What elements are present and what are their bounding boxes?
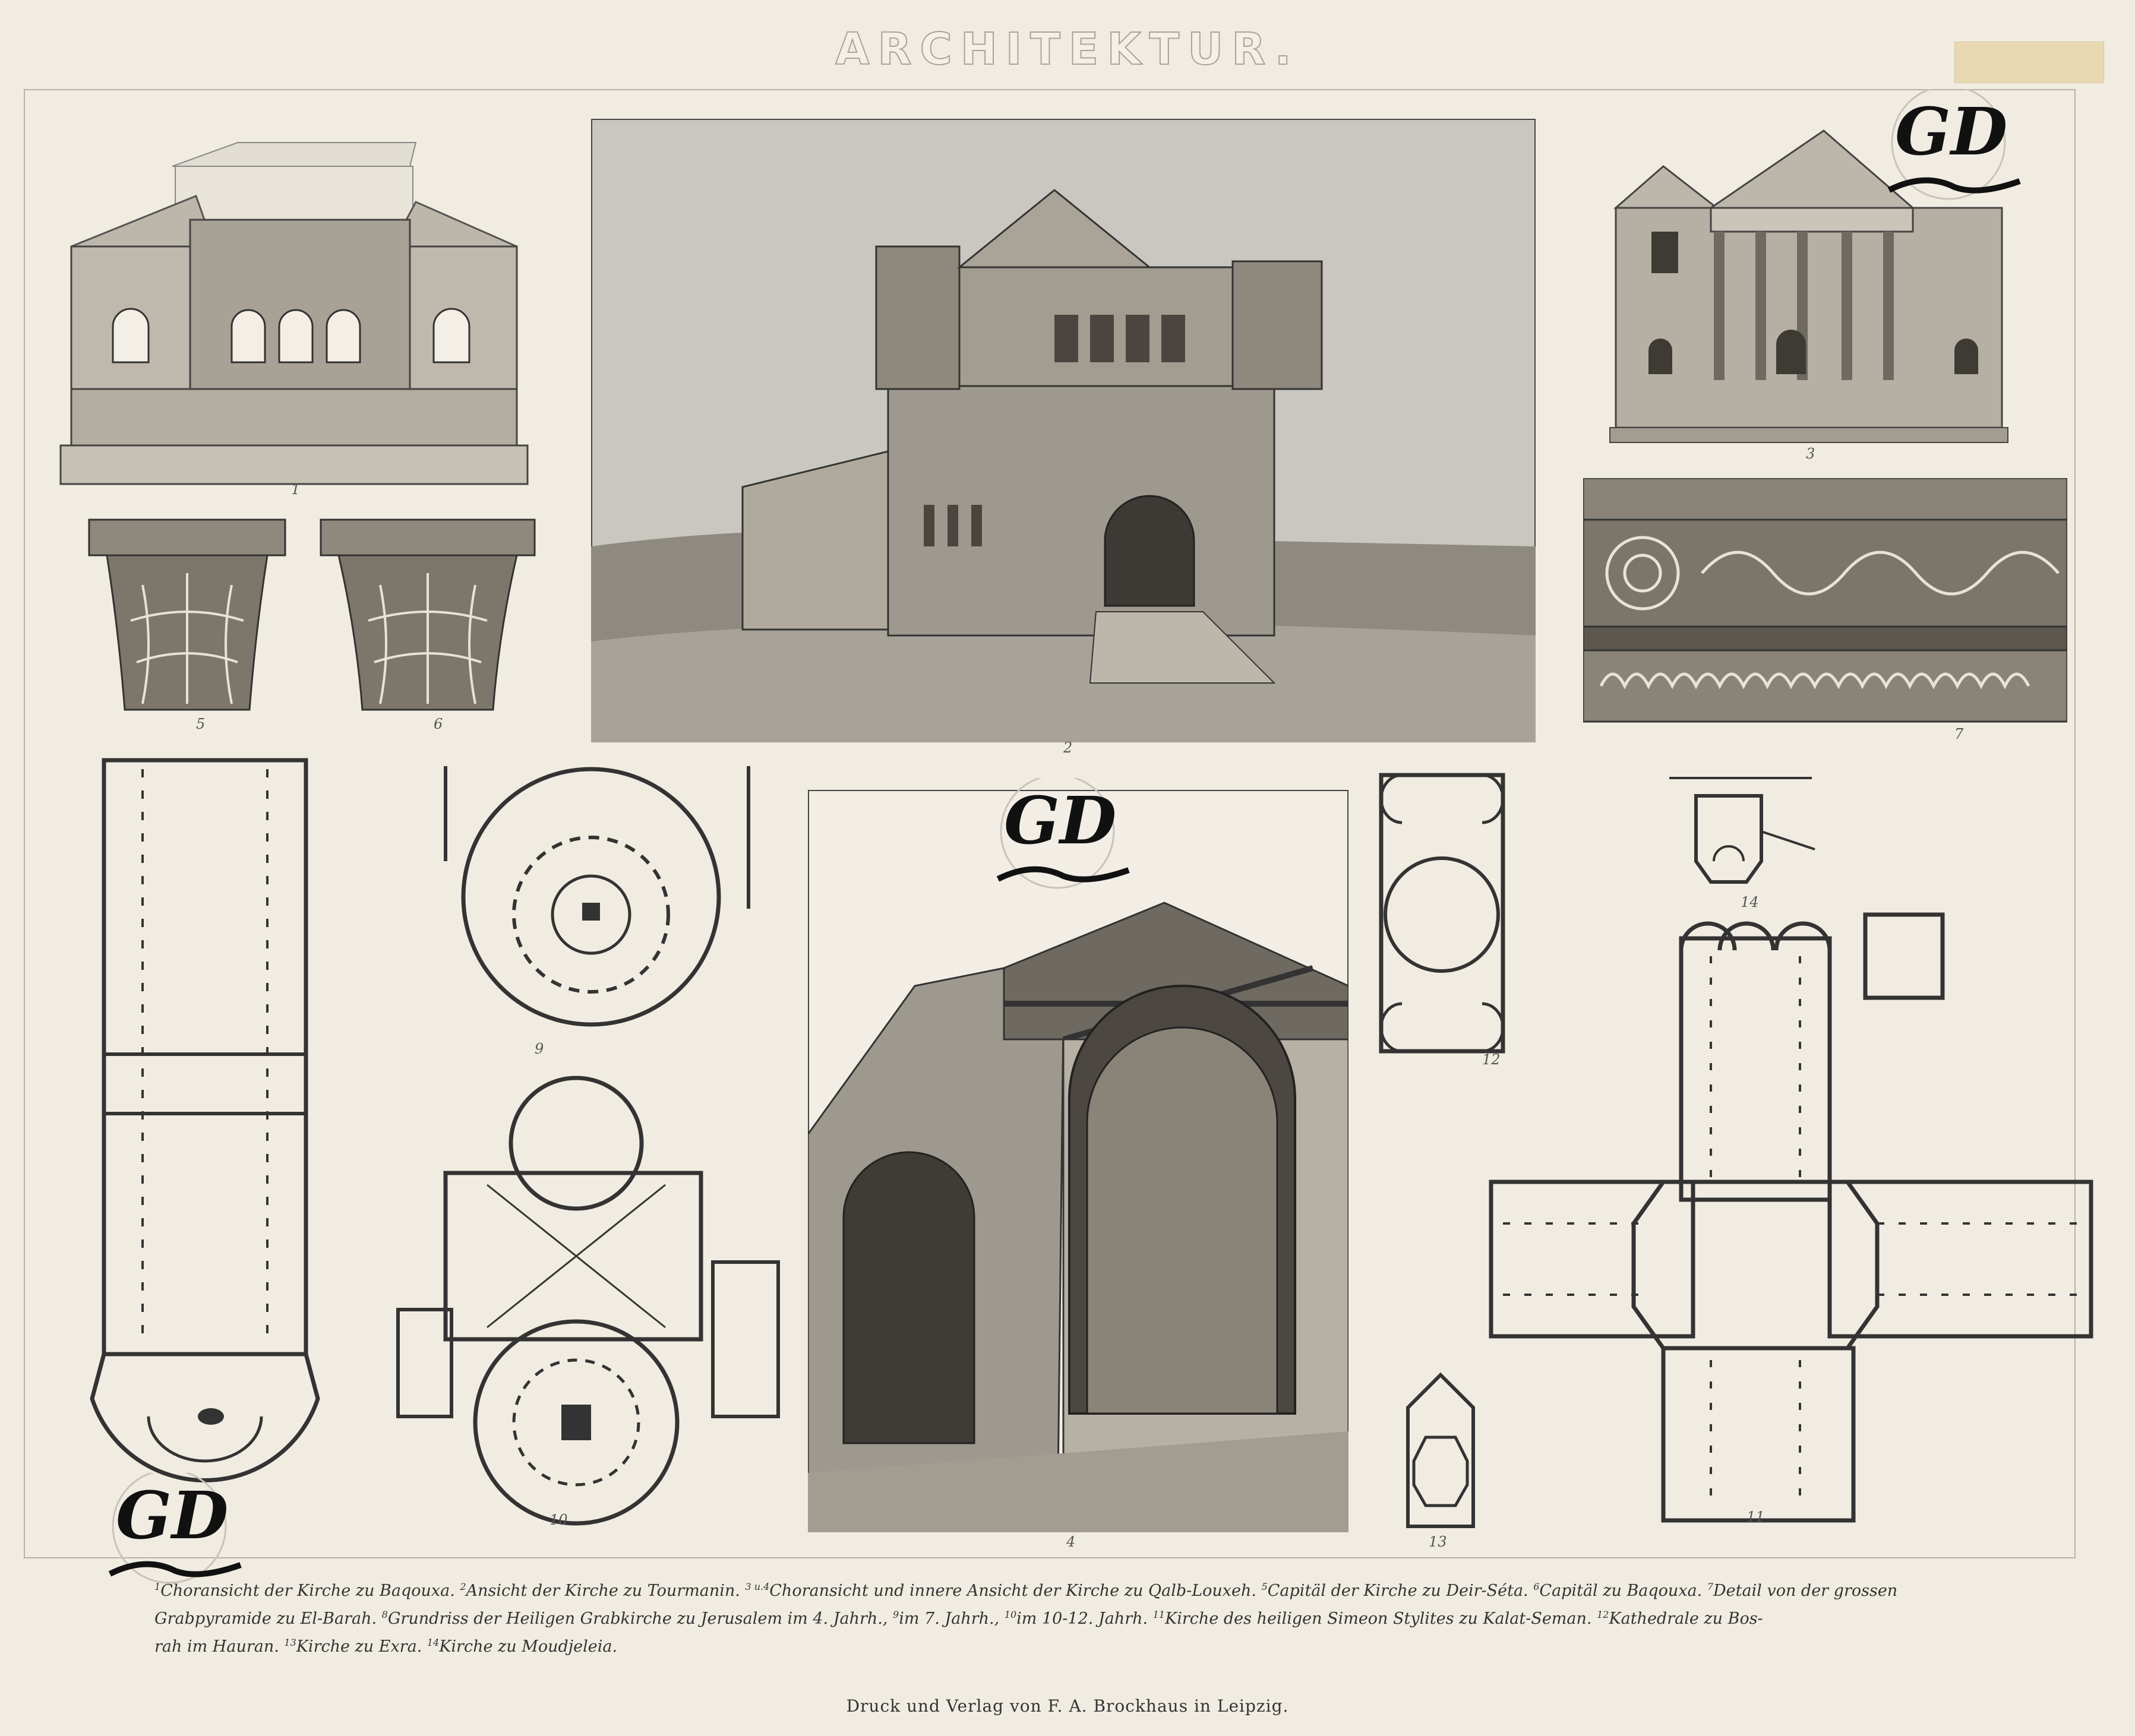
fig4-label: 4 bbox=[1066, 1533, 1076, 1550]
fig11-simeon-stylites-plan bbox=[1489, 912, 2093, 1523]
fig6-capital bbox=[320, 518, 536, 711]
fig10-holy-sepulchre-plan bbox=[396, 1076, 780, 1526]
caption-num: 1 bbox=[154, 1581, 161, 1592]
caption-line-1: 1Choransicht der Kirche zu Baqouxa. 2Ans… bbox=[154, 1575, 2020, 1603]
caption-text: Capitäl der Kirche zu Deir-Séta. bbox=[1267, 1582, 1528, 1600]
fig8-basilica-plan bbox=[90, 758, 320, 1482]
caption-text: Capitäl zu Baqouxa. bbox=[1539, 1582, 1703, 1600]
fig9-label: 9 bbox=[535, 1041, 544, 1057]
caption-text: Kathedrale zu Bos- bbox=[1609, 1609, 1763, 1628]
caption-num: 8 bbox=[381, 1609, 388, 1620]
caption-line-3: rah im Hauran. 13Kirche zu Exra. 14Kirch… bbox=[154, 1631, 2020, 1659]
gd-watermark-logo: GD bbox=[108, 1473, 242, 1584]
publisher-imprint: Druck und Verlag von F. A. Brockhaus in … bbox=[846, 1696, 1289, 1716]
fig11-label: 11 bbox=[1746, 1509, 1765, 1525]
caption-num: 3 u.4 bbox=[745, 1581, 770, 1592]
caption-num: 13 bbox=[284, 1637, 296, 1648]
fig1-church-elevation bbox=[59, 142, 529, 485]
gd-watermark-logo: GD bbox=[996, 778, 1130, 889]
gd-watermark-logo: GD bbox=[1887, 89, 2021, 200]
caption-text: Ansicht der Kirche zu Tourmanin. bbox=[466, 1582, 740, 1600]
fig3-church-qalb-louxeh bbox=[1609, 129, 2008, 443]
fig2-label: 2 bbox=[1063, 739, 1073, 756]
plate-caption: 1Choransicht der Kirche zu Baqouxa. 2Ans… bbox=[154, 1575, 2020, 1659]
caption-text: Detail von der grossen bbox=[1713, 1582, 1898, 1600]
caption-num: 9 bbox=[893, 1609, 899, 1620]
fig5-label: 5 bbox=[196, 716, 206, 732]
caption-text: Choransicht der Kirche zu Baqouxa. bbox=[160, 1582, 455, 1600]
fig4-interior-view bbox=[808, 790, 1348, 1532]
caption-num: 10 bbox=[1004, 1609, 1017, 1620]
fig6-label: 6 bbox=[434, 716, 443, 732]
caption-text: rah im Hauran. bbox=[154, 1637, 279, 1656]
caption-line-2: Grabpyramide zu El-Barah. 8Grundriss der… bbox=[154, 1603, 2020, 1631]
fig13-church-exra-plan bbox=[1406, 1372, 1475, 1528]
caption-text: Kirche des heiligen Simeon Stylites zu K… bbox=[1165, 1609, 1592, 1628]
fig3-label: 3 bbox=[1806, 445, 1815, 462]
caption-text: Kirche zu Moudjeleia. bbox=[439, 1637, 618, 1656]
fig5-capital bbox=[88, 518, 286, 711]
caption-num: 5 bbox=[1261, 1581, 1268, 1592]
gd-watermark-text: GD bbox=[1004, 782, 1116, 859]
gd-watermark-text: GD bbox=[1895, 93, 2007, 170]
fig2-church-tourmanin bbox=[591, 119, 1536, 742]
caption-num: 12 bbox=[1597, 1609, 1609, 1620]
fig7-label: 7 bbox=[1954, 726, 1964, 742]
caption-text: Grabpyramide zu El-Barah. bbox=[154, 1609, 377, 1628]
fig14-label: 14 bbox=[1741, 894, 1759, 910]
gd-watermark-text: GD bbox=[116, 1477, 228, 1554]
caption-text: im 7. Jahrh., bbox=[899, 1609, 1000, 1628]
plate-border bbox=[24, 89, 2076, 1558]
fig12-label: 12 bbox=[1482, 1051, 1501, 1068]
fig9-round-plan bbox=[444, 766, 750, 1027]
caption-num: 14 bbox=[427, 1637, 440, 1648]
fig12-cathedral-plan bbox=[1379, 773, 1505, 1054]
caption-num: 7 bbox=[1707, 1581, 1714, 1592]
caption-num: 2 bbox=[460, 1581, 466, 1592]
fig13-label: 13 bbox=[1429, 1533, 1447, 1550]
caption-num: 11 bbox=[1152, 1609, 1166, 1620]
caption-text: im 10-12. Jahrh. bbox=[1016, 1609, 1148, 1628]
tape-strip bbox=[1954, 42, 2104, 83]
caption-text: Kirche zu Exra. bbox=[296, 1637, 422, 1656]
fig1-label: 1 bbox=[291, 481, 301, 498]
caption-text: Choransicht und innere Ansicht der Kirch… bbox=[769, 1582, 1256, 1600]
fig10-label: 10 bbox=[549, 1512, 568, 1528]
fig14-small-church-plan bbox=[1669, 777, 1815, 884]
fig7-frieze-detail bbox=[1583, 478, 2067, 723]
caption-text: Grundriss der Heiligen Grabkirche zu Jer… bbox=[387, 1609, 888, 1628]
plate-title: ARCHITEKTUR. bbox=[835, 23, 1300, 75]
caption-num: 6 bbox=[1533, 1581, 1540, 1592]
